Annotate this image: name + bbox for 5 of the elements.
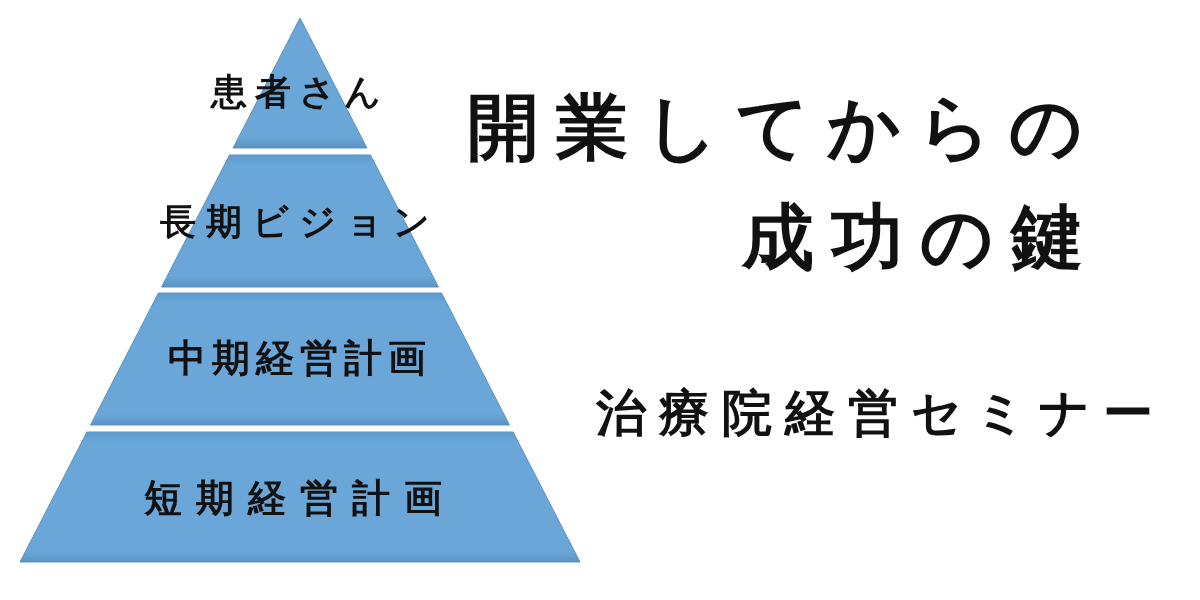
subtitle: 治療院経営セミナー <box>596 382 1166 444</box>
tier-label: 中期経営計画 <box>167 334 433 382</box>
pyramid-tier <box>20 432 580 562</box>
tier-label: 短期経営計画 <box>143 474 457 522</box>
title: 開業してからの成功の鍵 <box>466 83 1100 281</box>
